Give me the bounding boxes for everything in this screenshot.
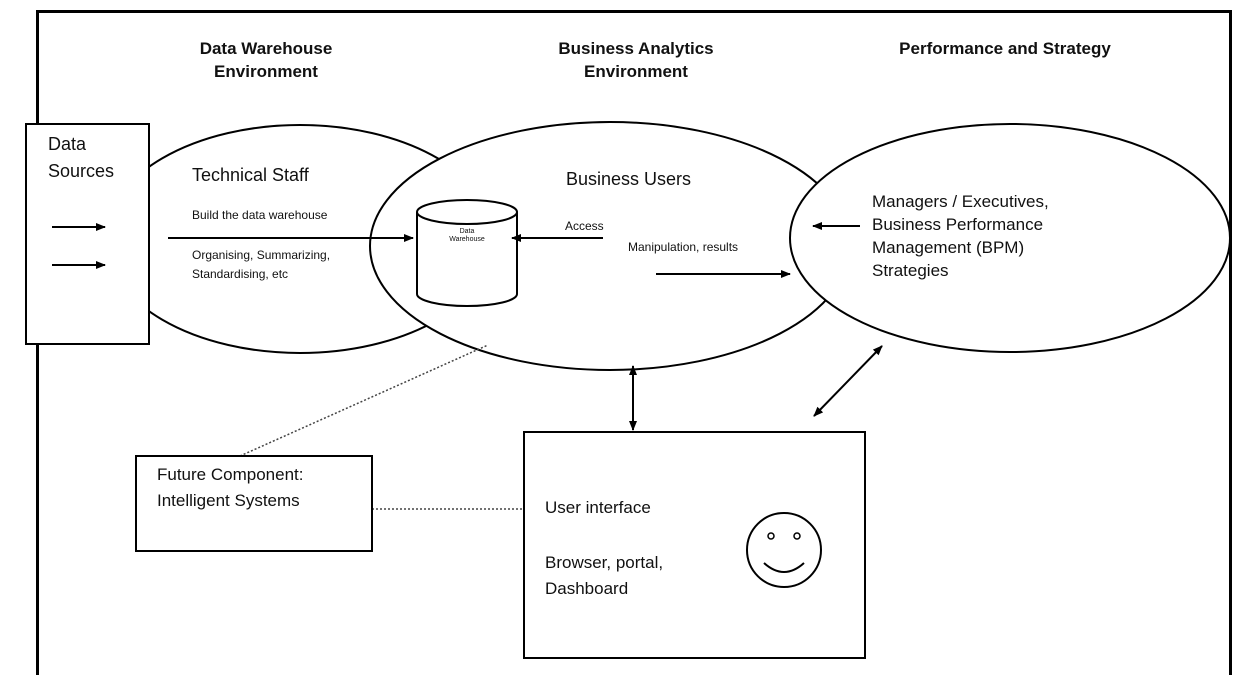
technical-tasks-label: Organising, Summarizing, Standardising, … <box>192 248 331 281</box>
ba-environment-header: Business Analytics Environment <box>558 39 714 81</box>
data-sources-box <box>25 123 150 345</box>
dw-environment-header: Data Warehouse Environment <box>199 39 333 81</box>
data-sources-label: Data Sources <box>48 134 115 181</box>
user-interface-title: User interface <box>545 498 651 517</box>
data-warehouse-cylinder <box>416 199 518 307</box>
business-users-label: Business Users <box>566 169 692 189</box>
data-warehouse-label: Data Warehouse <box>449 228 485 243</box>
perf-ui-double-arrow <box>813 345 883 417</box>
future-dotted-link-up <box>239 344 489 457</box>
managers-label: Managers / Executives, Business Performa… <box>872 192 1049 280</box>
access-label: Access <box>565 219 604 233</box>
smiley-face-icon <box>746 512 822 588</box>
future-component-box <box>135 455 373 552</box>
manipulation-label: Manipulation, results <box>628 240 739 254</box>
technical-staff-label: Technical Staff <box>192 165 309 185</box>
performance-ellipse <box>789 123 1231 353</box>
future-component-label: Future Component: Intelligent Systems <box>157 465 304 510</box>
user-interface-channels: Browser, portal, Dashboard <box>545 553 664 598</box>
performance-header: Performance and Strategy <box>899 39 1111 58</box>
build-warehouse-label: Build the data warehouse <box>192 208 328 222</box>
